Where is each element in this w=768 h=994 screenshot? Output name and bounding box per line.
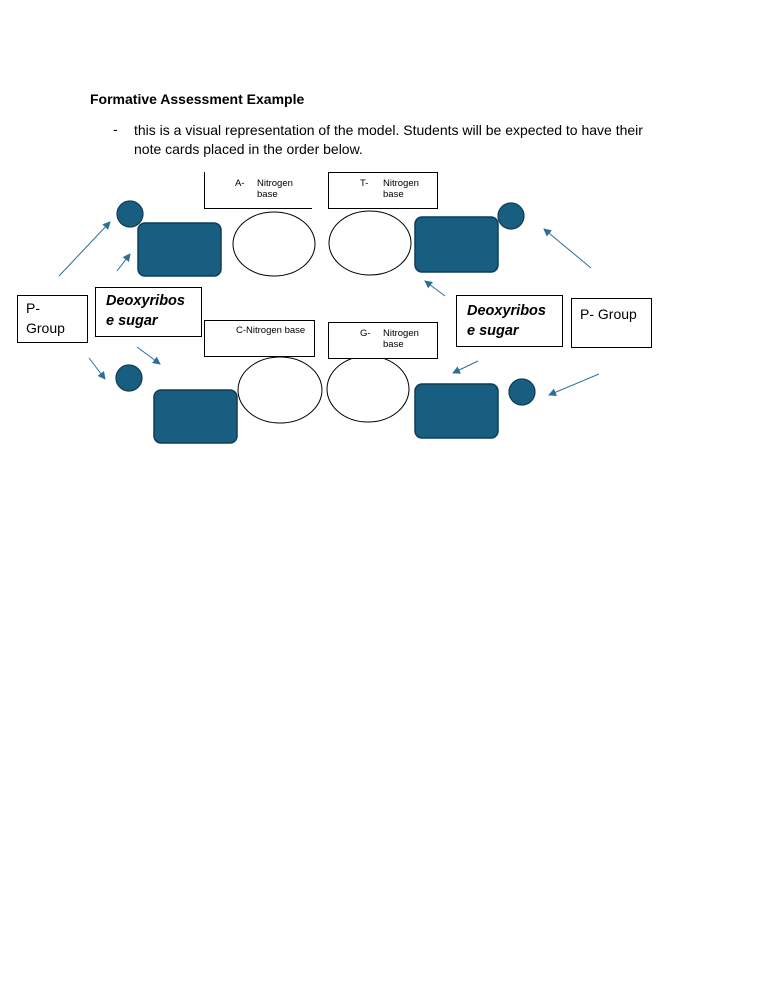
sugar-block-bottom-left	[153, 389, 238, 444]
base-oval-c	[237, 356, 323, 424]
base-card-g-letter: G-	[360, 328, 371, 339]
sugar-block-bottom-right	[414, 383, 499, 439]
sugar-card-left: Deoxyribos e sugar	[95, 287, 202, 337]
base-oval-t	[328, 210, 412, 276]
base-card-a-word: Nitrogen base	[257, 178, 293, 200]
sugar-card-right: Deoxyribos e sugar	[456, 295, 563, 347]
arrow-sugar-to-top-left-block	[116, 253, 131, 272]
pgroup-card-right-text: P- Group	[580, 306, 637, 322]
base-card-a: A- Nitrogen base	[204, 172, 312, 209]
base-card-t: T- Nitrogen base	[328, 172, 438, 209]
arrow-sugar-to-bottom-right-block	[452, 360, 479, 374]
page-heading: Formative Assessment Example	[90, 91, 305, 107]
sugar-card-right-line2: e sugar	[467, 323, 519, 339]
sugar-card-right-line1: Deoxyribos	[467, 303, 546, 319]
phosphate-circle-top-left	[116, 200, 144, 228]
pgroup-card-right: P- Group	[571, 298, 652, 348]
base-card-a-letter: A-	[235, 178, 245, 189]
arrow-pgroup-to-bottom-right-phosphate	[548, 373, 600, 396]
pgroup-card-left: P- Group	[17, 295, 88, 343]
sugar-block-top-right	[414, 216, 499, 273]
sugar-card-left-line2: e sugar	[106, 313, 158, 329]
base-card-c: C-Nitrogen base	[204, 320, 315, 357]
phosphate-circle-bottom-right	[508, 378, 536, 406]
pgroup-card-left-line2: Group	[26, 320, 65, 336]
arrow-sugar-to-bottom-left-block	[136, 346, 161, 365]
pgroup-card-left-line1: P-	[26, 300, 40, 316]
bullet-text: this is a visual representation of the m…	[134, 122, 643, 157]
arrow-pgroup-to-top-left-phosphate	[58, 221, 111, 277]
base-card-g-word: Nitrogen base	[383, 328, 419, 350]
base-oval-a	[232, 211, 316, 277]
base-card-g: G- Nitrogen base	[328, 322, 438, 359]
phosphate-circle-top-right	[497, 202, 525, 230]
sugar-block-top-left	[137, 222, 222, 277]
base-card-t-word: Nitrogen base	[383, 178, 419, 200]
sugar-card-left-line1: Deoxyribos	[106, 293, 185, 309]
arrow-pgroup-to-bottom-left-phosphate	[88, 357, 106, 380]
arrow-sugar-to-top-right-block	[424, 280, 446, 297]
base-card-c-text: C-Nitrogen base	[236, 325, 306, 336]
arrow-pgroup-to-top-right-phosphate	[543, 228, 592, 269]
bullet-marker: -	[113, 121, 118, 137]
base-card-t-letter: T-	[360, 178, 369, 189]
phosphate-circle-bottom-left	[115, 364, 143, 392]
base-oval-g	[326, 355, 410, 423]
